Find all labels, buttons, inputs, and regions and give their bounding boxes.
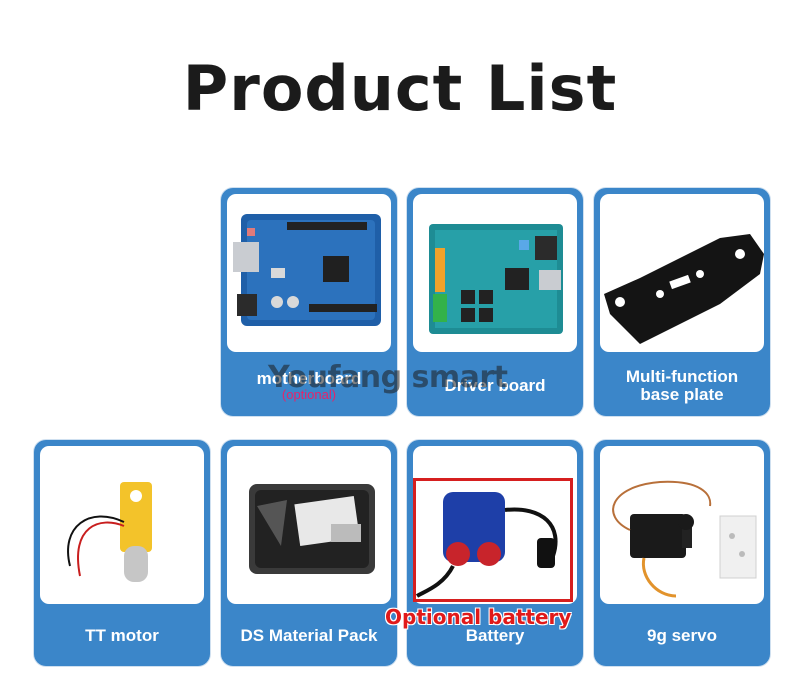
battery-highlight-box	[413, 478, 573, 602]
product-image-base-plate	[600, 194, 764, 352]
product-image-tt-motor	[40, 446, 204, 604]
page-title: Product List	[182, 52, 618, 125]
product-label: Battery	[407, 606, 583, 666]
product-image-motherboard	[227, 194, 391, 352]
product-label: motherboard (optional)	[221, 356, 397, 416]
product-name: Driver board	[444, 376, 546, 395]
product-name: DS Material Pack	[240, 626, 378, 645]
optional-battery-callout: Optional battery	[385, 605, 572, 629]
product-name-line1: Multi-function	[625, 367, 739, 386]
product-card-driver-board[interactable]: Driver board	[407, 188, 583, 416]
product-name: 9g servo	[647, 626, 717, 645]
product-label: Driver board	[407, 356, 583, 416]
product-image-9g-servo	[600, 446, 764, 604]
product-card-ds-material-pack[interactable]: DS Material Pack	[221, 440, 397, 666]
product-card-tt-motor[interactable]: TT motor	[34, 440, 210, 666]
product-card-motherboard[interactable]: motherboard (optional)	[221, 188, 397, 416]
product-name: TT motor	[85, 626, 159, 645]
product-card-base-plate[interactable]: Multi-function base plate	[594, 188, 770, 416]
product-name: Battery	[465, 626, 525, 645]
product-label: TT motor	[34, 606, 210, 666]
product-label: Multi-function base plate	[594, 356, 770, 416]
product-label: 9g servo	[594, 606, 770, 666]
product-image-ds-material-pack	[227, 446, 391, 604]
product-name: motherboard	[256, 369, 362, 388]
optional-note: (optional)	[281, 387, 337, 402]
product-label: DS Material Pack	[221, 606, 397, 666]
product-card-9g-servo[interactable]: 9g servo	[594, 440, 770, 666]
product-card-battery[interactable]: Battery	[407, 440, 583, 666]
product-image-driver-board	[413, 194, 577, 352]
watermark-text: Youfang smart	[268, 360, 508, 395]
product-name-line2: base plate	[640, 385, 724, 404]
product-image-battery	[413, 446, 577, 604]
